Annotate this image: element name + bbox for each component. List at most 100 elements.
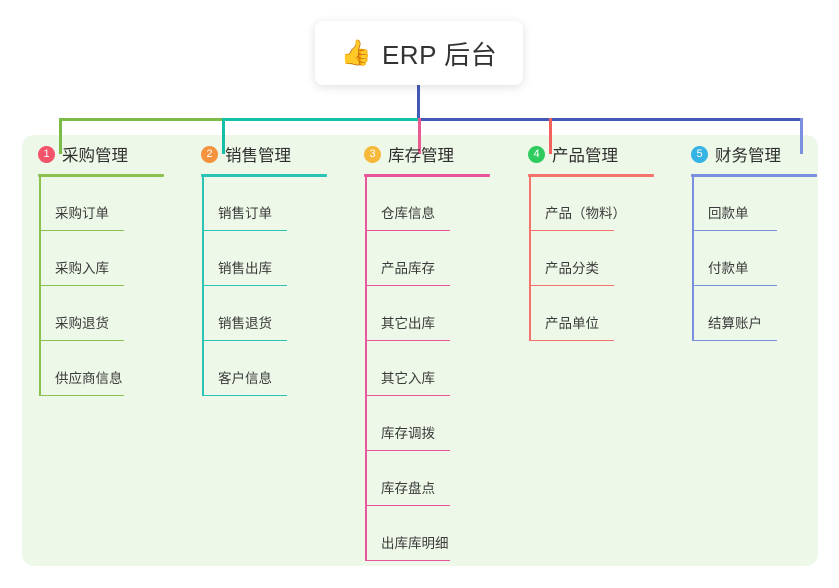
column-spine-1: [39, 176, 41, 396]
list-item-rule: [529, 284, 614, 286]
column-title-3: 库存管理: [388, 147, 454, 165]
column-title-5: 财务管理: [715, 147, 781, 165]
connector-drop-col-1: [58, 118, 62, 154]
list-item[interactable]: 出库库明细: [348, 506, 511, 561]
list-item[interactable]: 采购订单: [22, 176, 185, 231]
page-title: ERP 后台: [381, 39, 498, 70]
list-item[interactable]: 结算账户: [675, 286, 838, 341]
content-panel: [22, 135, 818, 566]
list-item-label: 产品（物料）: [545, 206, 626, 221]
list-item[interactable]: 仓库信息: [348, 176, 511, 231]
list-item-rule: [202, 394, 287, 396]
column-container: 1 采购管理采购订单采购入库采购退货供应商信息 2 销售管理销售订单销售出库销售退货客…: [0, 135, 839, 566]
list-item[interactable]: 采购退货: [22, 286, 185, 341]
column-3: 3 库存管理仓库信息产品库存其它出库其它入库库存调拨库存盘点出库库明细: [348, 135, 511, 561]
column-header-4[interactable]: 4 产品管理: [512, 135, 675, 173]
list-item-label: 供应商信息: [55, 371, 123, 386]
column-spine-2: [202, 176, 204, 396]
list-item[interactable]: 其它出库: [348, 286, 511, 341]
list-item-label: 采购订单: [55, 206, 109, 221]
connector-drop-col-4: [548, 118, 552, 154]
list-item-rule: [365, 394, 450, 396]
list-item-label: 产品分类: [545, 261, 599, 276]
list-item[interactable]: 产品单位: [512, 286, 675, 341]
column-items-1: 采购订单采购入库采购退货供应商信息: [22, 176, 185, 396]
list-item-label: 销售订单: [218, 206, 272, 221]
list-item-label: 出库库明细: [381, 536, 449, 551]
list-item-label: 库存调拨: [381, 426, 435, 441]
list-item[interactable]: 供应商信息: [22, 341, 185, 396]
list-item-rule: [529, 339, 614, 341]
column-header-rule-4: [528, 174, 654, 177]
root-title-card[interactable]: 👍 ERP 后台: [315, 21, 523, 85]
connector-drop-col-2: [221, 118, 225, 154]
list-item-rule: [692, 229, 777, 231]
column-title-4: 产品管理: [552, 147, 618, 165]
column-header-rule-2: [201, 174, 327, 177]
list-item-label: 销售出库: [218, 261, 272, 276]
list-item-label: 库存盘点: [381, 481, 435, 496]
list-item[interactable]: 客户信息: [185, 341, 348, 396]
column-badge-4: 4: [528, 145, 545, 163]
connector-drop-col-3: [417, 118, 421, 154]
connector-stem: [416, 80, 420, 121]
column-header-rule-3: [364, 174, 490, 177]
list-item[interactable]: 产品分类: [512, 231, 675, 286]
list-item-rule: [365, 449, 450, 451]
list-item-label: 产品单位: [545, 316, 599, 331]
column-4: 4 产品管理产品（物料） 产品分类产品单位: [512, 135, 675, 341]
list-item-rule: [39, 229, 124, 231]
list-item-label: 采购退货: [55, 316, 109, 331]
list-item[interactable]: 库存调拨: [348, 396, 511, 451]
list-item-rule: [365, 229, 450, 231]
list-item-label: 采购入库: [55, 261, 109, 276]
list-item[interactable]: 其它入库: [348, 341, 511, 396]
column-badge-2: 2: [201, 145, 218, 163]
column-badge-3: 3: [364, 145, 381, 163]
list-item-label: 销售退货: [218, 316, 272, 331]
column-header-rule-1: [38, 174, 164, 177]
column-header-1[interactable]: 1 采购管理: [22, 135, 185, 173]
column-badge-5: 5: [691, 145, 708, 163]
column-items-3: 仓库信息产品库存其它出库其它入库库存调拨库存盘点出库库明细: [348, 176, 511, 561]
list-item-rule: [202, 339, 287, 341]
list-item-rule: [202, 229, 287, 231]
connector-bar-teal: [223, 118, 418, 121]
list-item-rule: [39, 284, 124, 286]
list-item[interactable]: 付款单: [675, 231, 838, 286]
column-1: 1 采购管理采购订单采购入库采购退货供应商信息: [22, 135, 185, 396]
connector-bar-green: [60, 118, 223, 121]
list-item[interactable]: 销售订单: [185, 176, 348, 231]
list-item-rule: [39, 339, 124, 341]
list-item-label: 回款单: [708, 206, 749, 221]
root-title-inner: 👍 ERP 后台: [341, 35, 497, 72]
list-item-label: 仓库信息: [381, 206, 435, 221]
list-item-label: 其它出库: [381, 316, 435, 331]
list-item-rule: [365, 284, 450, 286]
column-header-2[interactable]: 2 销售管理: [185, 135, 348, 173]
column-spine-3: [365, 176, 367, 561]
column-header-rule-5: [691, 174, 817, 177]
list-item[interactable]: 回款单: [675, 176, 838, 231]
list-item-rule: [692, 284, 777, 286]
column-5: 5 财务管理回款单付款单结算账户: [675, 135, 838, 341]
column-header-3[interactable]: 3 库存管理: [348, 135, 511, 173]
list-item[interactable]: 销售退货: [185, 286, 348, 341]
list-item-label: 客户信息: [218, 371, 272, 386]
column-title-2: 销售管理: [225, 147, 291, 165]
list-item[interactable]: 销售出库: [185, 231, 348, 286]
column-badge-1: 1: [38, 145, 55, 163]
list-item-label: 结算账户: [708, 316, 762, 331]
list-item[interactable]: 产品（物料）: [512, 176, 675, 231]
list-item[interactable]: 采购入库: [22, 231, 185, 286]
column-title-1: 采购管理: [62, 147, 128, 165]
list-item-rule: [365, 559, 450, 561]
list-item-rule: [365, 504, 450, 506]
column-items-2: 销售订单销售出库销售退货客户信息: [185, 176, 348, 396]
column-header-5[interactable]: 5 财务管理: [675, 135, 838, 173]
list-item[interactable]: 产品库存: [348, 231, 511, 286]
column-items-4: 产品（物料） 产品分类产品单位: [512, 176, 675, 341]
list-item[interactable]: 库存盘点: [348, 451, 511, 506]
list-item-rule: [692, 339, 777, 341]
list-item-label: 付款单: [708, 261, 749, 276]
